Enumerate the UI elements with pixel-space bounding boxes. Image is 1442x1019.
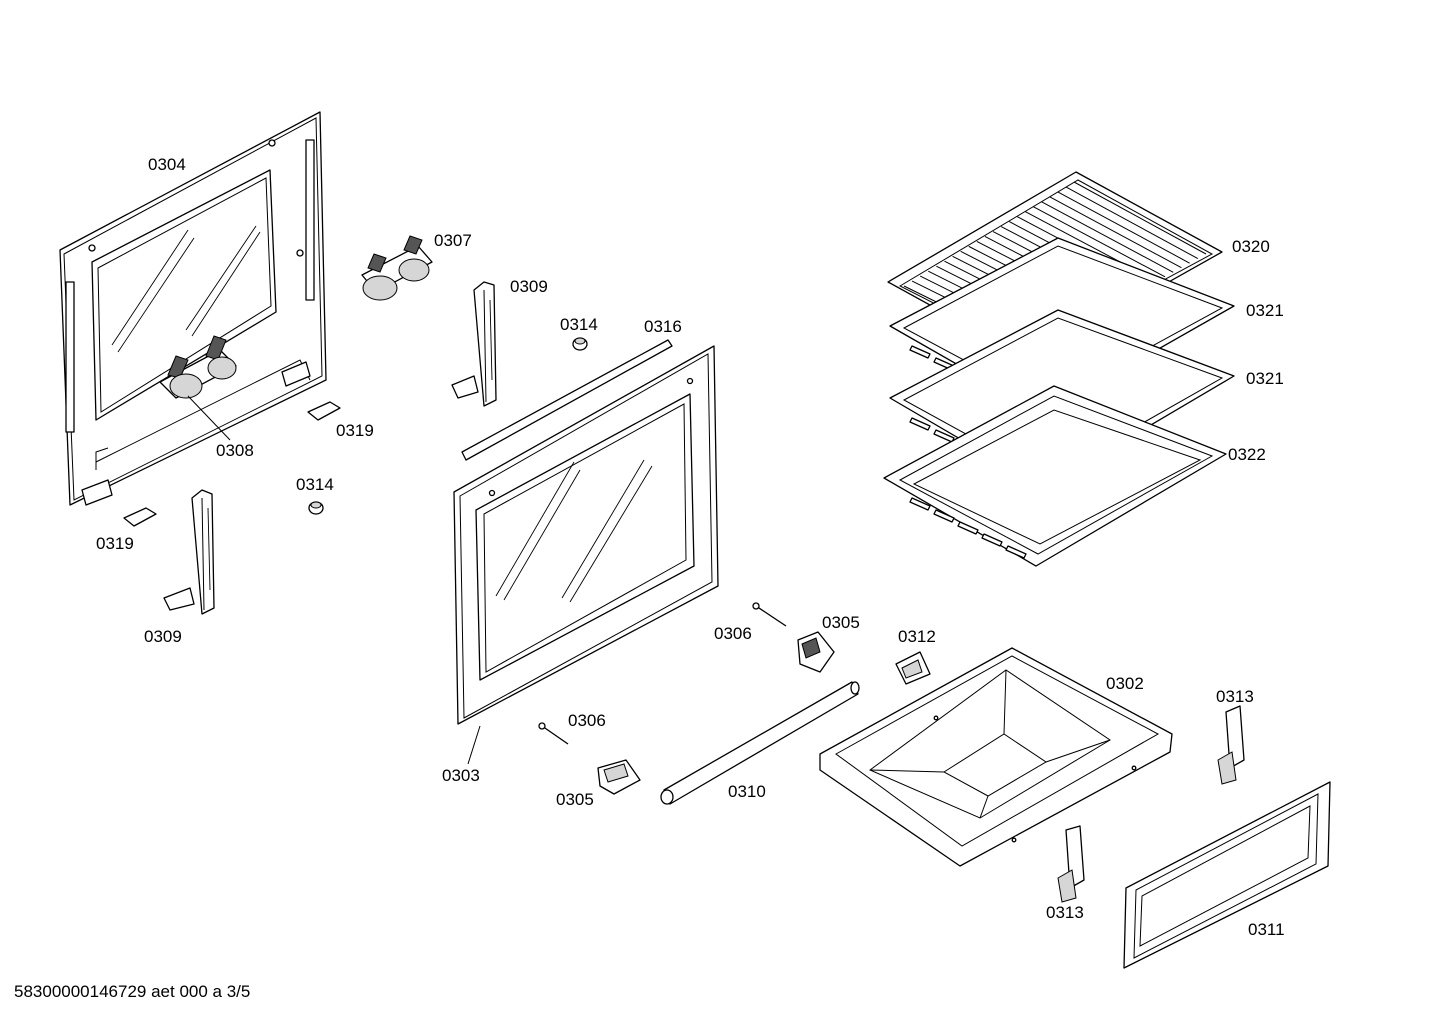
door-hinge-lower-part [163,489,215,615]
handle-end-cap-upper-part [797,631,835,673]
callout-0309-lower: 0309 [144,627,182,646]
callout-0316: 0316 [644,317,682,336]
handle-end-cap-lower-part [597,759,641,795]
door-seal-strip-part [461,339,673,461]
tray-slot [957,521,979,535]
callout-0302: 0302 [1106,674,1144,693]
screw-lower-part [538,722,569,745]
rack-bar [1049,196,1182,269]
callout-0313-upper: 0313 [1216,687,1254,706]
callout-0321-upper: 0321 [1246,301,1284,320]
callout-0311: 0311 [1248,920,1285,939]
storage-drawer-pan-part [819,647,1173,867]
tray-slot [909,417,931,431]
callout-0304: 0304 [148,155,186,174]
callout-0309-upper: 0309 [510,277,548,296]
clip-upper-part [307,401,341,421]
callout-0319-lower: 0319 [96,534,134,553]
rack-bar [1041,201,1174,273]
callout-0308: 0308 [216,441,254,460]
callout-0305-lower: 0305 [556,790,594,809]
drawer-front-panel-part [1123,781,1331,969]
callout-0319-upper: 0319 [336,421,374,440]
callout-0306-upper: 0306 [714,624,752,643]
callout-0322: 0322 [1228,445,1266,464]
callout-0310: 0310 [728,782,766,801]
tray-slot [933,509,955,523]
hinge-block-part [361,235,433,301]
tray-slot [1005,545,1027,559]
callout-0320: 0320 [1232,237,1270,256]
deep-tray-part [883,385,1227,567]
callout-0314-upper: 0314 [560,315,598,334]
door-hinge-upper-part [451,281,497,407]
document-id-footer: 58300000146729 aet 000 a 3/5 [14,982,251,1001]
rack-bar [1033,206,1166,278]
inner-door-frame-part [59,111,327,506]
outer-door-glass-part [453,345,719,765]
callout-0321-lower: 0321 [1246,369,1284,388]
callout-0307: 0307 [434,231,472,250]
callout-0305-upper: 0305 [822,613,860,632]
drawer-runner-lower-part [1057,825,1085,903]
callout-0306-lower: 0306 [568,711,606,730]
rack-bar [1073,181,1207,255]
clip-lower-part [123,507,157,527]
rack-bar [1065,186,1199,260]
door-buffer-lower-part [308,501,324,515]
door-handle-bar-part [660,681,860,805]
bracket-part [895,651,931,685]
callout-0313-lower: 0313 [1046,903,1084,922]
callout-0314-lower: 0314 [296,475,334,494]
tray-slot [909,345,931,359]
drawer-runner-upper-part [1217,705,1245,785]
tray-slot [909,497,931,511]
callout-0303: 0303 [442,766,480,785]
door-buffer-upper-part [572,337,588,351]
screw-upper-part [752,602,787,627]
rack-bar [1057,191,1190,264]
hinge-block-on-frame-part [159,335,237,441]
tray-slot [981,533,1003,547]
callout-0312: 0312 [898,627,936,646]
